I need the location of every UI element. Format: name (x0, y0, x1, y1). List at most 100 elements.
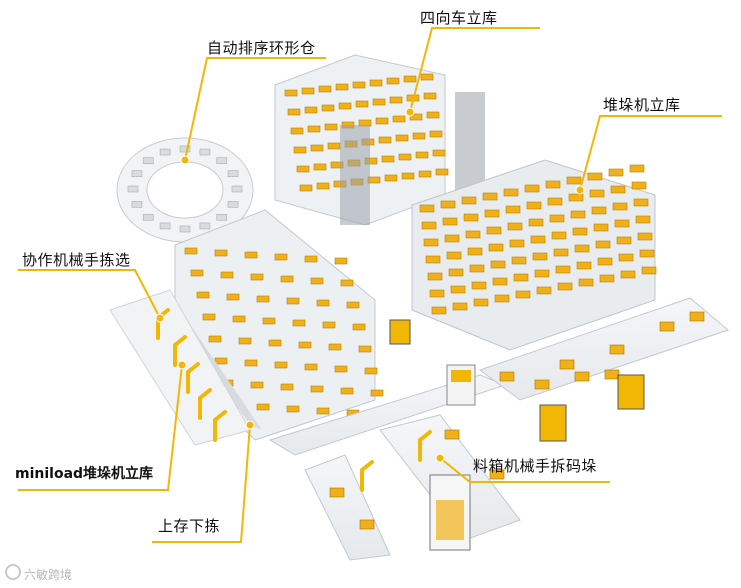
label-miniload: miniload堆垛机立库 (15, 465, 153, 483)
bin (571, 211, 585, 218)
ring-slot (143, 158, 153, 164)
bin (281, 384, 293, 390)
bin (422, 222, 436, 229)
bin (215, 358, 227, 364)
bin (373, 99, 385, 105)
bin (294, 147, 306, 153)
bin (275, 362, 287, 368)
ring-slot (228, 171, 238, 177)
bin (335, 366, 347, 372)
bin (227, 294, 239, 300)
bin (269, 340, 281, 346)
bin (548, 198, 562, 205)
ring-slot (200, 223, 210, 229)
conveyor-box (360, 520, 374, 529)
bin (531, 236, 545, 243)
bin (299, 342, 311, 348)
bin (615, 220, 629, 227)
conveyor-box (660, 322, 674, 331)
bin (546, 181, 560, 188)
bin (510, 240, 524, 247)
bin (529, 219, 543, 226)
bin (399, 154, 411, 160)
bin (251, 382, 263, 388)
bin (516, 291, 530, 298)
bin (609, 169, 623, 176)
bin (420, 205, 434, 212)
ring-slot (217, 214, 227, 220)
bin (525, 185, 539, 192)
label-stacker-warehouse: 堆垛机立库 (603, 96, 681, 114)
ring-slot (232, 186, 242, 192)
bin (533, 253, 547, 260)
ring-slot (217, 158, 227, 164)
bin (185, 248, 197, 254)
bin (506, 206, 520, 213)
bin (288, 109, 300, 115)
bin (441, 201, 455, 208)
bin (287, 298, 299, 304)
bin (558, 283, 572, 290)
bin (617, 237, 631, 244)
conveyor-box (500, 372, 514, 381)
bin (353, 324, 365, 330)
ring-slot (132, 201, 142, 207)
bin (470, 265, 484, 272)
bin (514, 274, 528, 281)
bin (424, 93, 436, 99)
bin (336, 84, 348, 90)
bin (535, 270, 549, 277)
bin (638, 233, 652, 240)
bin (611, 186, 625, 193)
watermark-logo-icon (4, 563, 22, 581)
bin (466, 231, 480, 238)
bin (281, 276, 293, 282)
bin (341, 388, 353, 394)
bin (464, 214, 478, 221)
bin (376, 118, 388, 124)
bin (353, 82, 365, 88)
bin (215, 250, 227, 256)
bin (328, 143, 340, 149)
bin (427, 112, 439, 118)
bin (537, 287, 551, 294)
bin (436, 169, 448, 175)
bin (483, 193, 497, 200)
bin (390, 97, 402, 103)
bin (209, 336, 221, 342)
bin (432, 307, 446, 314)
bin (356, 101, 368, 107)
ring-slot (132, 171, 142, 177)
bin (573, 228, 587, 235)
bin (556, 266, 570, 273)
bin (430, 290, 444, 297)
bin (449, 269, 463, 276)
bin (590, 190, 604, 197)
bin (550, 215, 564, 222)
conveyor-box (610, 345, 624, 354)
bin (451, 286, 465, 293)
bin (491, 261, 505, 268)
bin (426, 256, 440, 263)
conveyor-box (605, 370, 619, 379)
ring-slot (160, 223, 170, 229)
bin (233, 316, 245, 322)
bin (305, 364, 317, 370)
bin (485, 210, 499, 217)
bin (619, 254, 633, 261)
bin (325, 124, 337, 130)
conveyor-box (575, 372, 589, 381)
bin (359, 346, 371, 352)
bin (621, 271, 635, 278)
bin (308, 126, 320, 132)
label-four-way-shuttle: 四向车立库 (420, 9, 498, 27)
bin (413, 133, 425, 139)
bin (322, 105, 334, 111)
label-bin-depalletizing: 料箱机械手拆码垛 (473, 457, 597, 475)
ring-slot (228, 201, 238, 207)
bin (329, 344, 341, 350)
bin (594, 224, 608, 231)
bin (527, 202, 541, 209)
stacker-crane-warehouse (412, 160, 656, 350)
